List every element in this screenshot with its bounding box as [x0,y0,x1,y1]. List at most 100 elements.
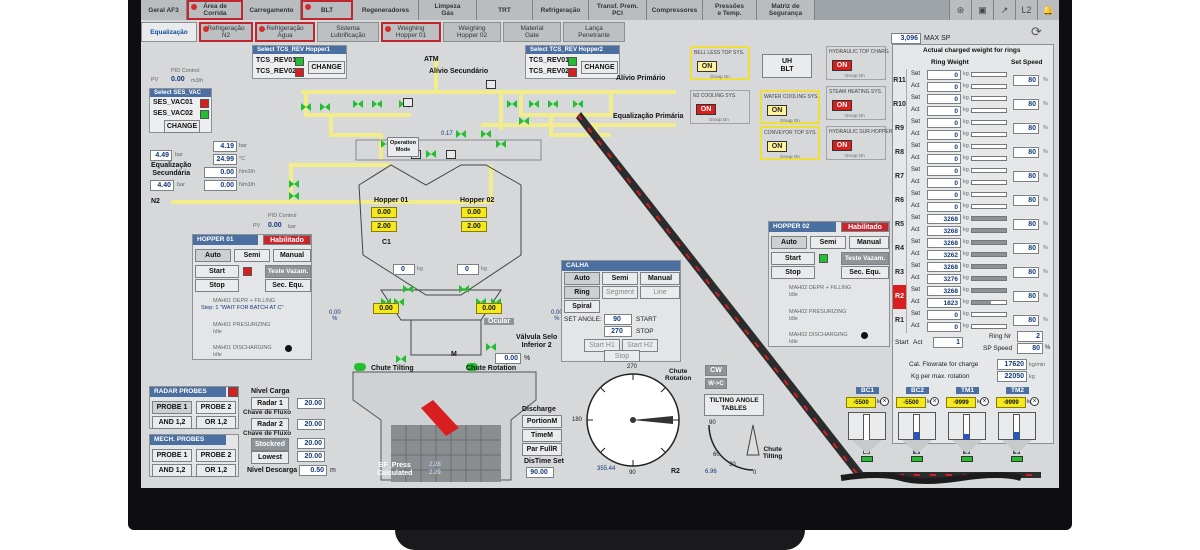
subtab-4[interactable]: Weighing Hopper 01 [381,22,441,42]
calha-manual-button[interactable]: Manual [640,272,680,285]
nav-5[interactable]: Limpeza Gás [419,0,477,20]
nav-10[interactable]: Pressões e Temp. [703,0,757,20]
valve-icon[interactable] [320,103,330,111]
portion-m-button[interactable]: PortionM [522,415,562,428]
hopper01-start-button[interactable]: Start [195,265,239,278]
tilting-angle-tables-button[interactable]: TILTING ANGLE TABLES [704,394,764,416]
system-on-button[interactable]: ON [696,104,716,115]
cw-button[interactable]: CW [705,365,727,376]
mech-probe2-button[interactable]: PROBE 2 [196,449,236,462]
close-icon[interactable]: × [1030,397,1039,406]
nav-3[interactable]: BLT [301,0,353,20]
valve-icon[interactable] [459,285,469,293]
system-on-button[interactable]: ON [832,140,852,151]
valve-icon[interactable] [394,298,404,306]
wc-button[interactable]: W->C [705,378,727,389]
close-icon[interactable]: × [930,397,939,406]
mech-or-button[interactable]: OR 1,2 [196,464,236,477]
valve-icon[interactable] [529,100,539,108]
hopper01-semi-button[interactable]: Semi [234,249,270,262]
stockred-button[interactable]: Stockred [251,438,289,451]
valve-icon[interactable] [507,100,517,108]
hopper02-start-button[interactable]: Start [771,252,815,265]
level-l2-icon[interactable]: L2 [1015,0,1037,20]
calha-start-h1-button[interactable]: Start H1 [584,339,620,352]
hopper02-stop-button[interactable]: Stop [771,266,815,279]
nav-8[interactable]: Transf. Prem. PCI [589,0,647,20]
valve-icon[interactable] [476,298,486,306]
calha-ring-button[interactable]: Ring [564,286,600,299]
valve-icon[interactable] [456,130,466,138]
system-on-button[interactable]: ON [767,141,787,152]
nav-7[interactable]: Refrigeração [533,0,589,20]
mech-and-button[interactable]: AND 1,2 [152,464,192,477]
hopper01-sec-equ-button[interactable]: Sec. Equ. [265,279,311,292]
nav-0[interactable]: Geral AF3 [141,0,187,20]
system-on-button[interactable]: ON [697,61,717,72]
calha-start-h2-button[interactable]: Start H2 [622,339,658,352]
calha-semi-button[interactable]: Semi [602,272,638,285]
system-on-button[interactable]: ON [832,100,852,111]
par-fullr-button[interactable]: Par FullR [522,443,562,456]
valve-icon[interactable] [353,100,363,108]
radar-and-button[interactable]: AND 1,2 [152,416,192,429]
uh-blt-button[interactable]: UH BLT [762,54,812,78]
nav-1[interactable]: Área de Corrida [187,0,243,20]
calha-stop-angle-input[interactable]: 270 [604,326,632,337]
valve-icon[interactable] [496,140,506,148]
radar-probe2-button[interactable]: PROBE 2 [196,401,236,414]
radar-probe1-button[interactable]: PROBE 1 [152,401,192,414]
lock-icon[interactable] [486,80,496,89]
nav-2[interactable]: Carregamento [243,0,301,20]
calha-auto-button[interactable]: Auto [564,272,600,285]
trend-icon[interactable]: ↗ [993,0,1015,20]
mech-probe1-button[interactable]: PROBE 1 [152,449,192,462]
nav-6[interactable]: TRT [477,0,533,20]
radar-or-button[interactable]: OR 1,2 [196,416,236,429]
lock-icon[interactable] [403,98,413,107]
system-on-button[interactable]: ON [832,60,852,71]
lowest-button[interactable]: Lowest [251,451,289,464]
nav-9[interactable]: Compressores [647,0,703,20]
calha-stop-button[interactable]: Stop [604,350,640,362]
hopper01-stop-button[interactable]: Stop [195,279,239,292]
valve-icon[interactable] [372,100,382,108]
refresh-icon[interactable]: ⟳ [1031,24,1042,39]
subtab-1[interactable]: Refrigeração N2 [199,22,253,42]
lock-icon[interactable] [446,150,456,159]
radar2-button[interactable]: Radar 2 [251,418,289,431]
nav-4[interactable]: Regeneradores [353,0,419,20]
valve-icon[interactable] [481,130,491,138]
operation-mode-button[interactable]: Operation Mode [387,137,419,157]
valve-icon[interactable] [519,117,529,125]
hopper01-auto-button[interactable]: Auto [195,249,231,262]
hopper01-teste-vazam-button[interactable]: Teste Vazam. [265,265,311,278]
valve-icon[interactable] [548,100,558,108]
calha-spiral-button[interactable]: Spiral [564,300,600,313]
plant-icon[interactable]: ▣ [971,0,993,20]
hopper02-manual-button[interactable]: Manual [849,236,889,249]
bell-icon[interactable]: 🔔 [1037,0,1059,20]
hopper02-teste-vazam-button[interactable]: Teste Vazam. [841,252,889,265]
valve-icon[interactable] [381,298,391,306]
system-on-button[interactable]: ON [767,105,787,116]
valve-icon[interactable] [396,355,406,363]
close-icon[interactable]: × [880,397,889,406]
subtab-6[interactable]: Material Gate [503,22,561,42]
valve-icon[interactable] [573,100,583,108]
calha-start-angle-input[interactable]: 90 [604,314,632,325]
radar1-button[interactable]: Radar 1 [251,397,289,410]
valve-icon[interactable] [403,285,413,293]
ses-vac-change-button[interactable]: CHANGE [164,120,200,133]
nav-11[interactable]: Matriz de Segurança [757,0,815,20]
valve-icon[interactable] [491,298,501,306]
hopper02-semi-button[interactable]: Semi [810,236,846,249]
time-m-button[interactable]: TimeM [522,429,562,442]
subtab-5[interactable]: Weighing Hopper 02 [443,22,501,42]
hopper01-manual-button[interactable]: Manual [273,249,311,262]
